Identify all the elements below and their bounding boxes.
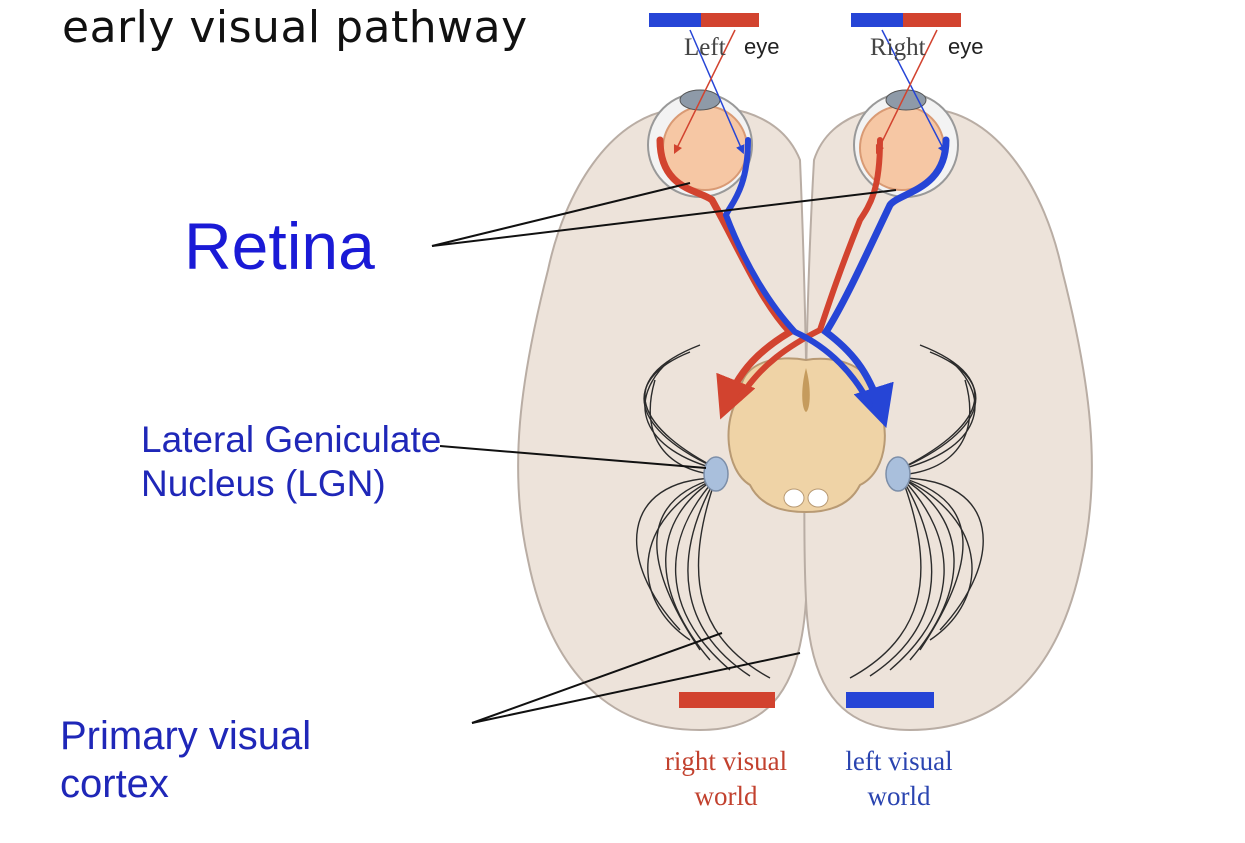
- brain-outline: [517, 105, 1093, 732]
- left-visual-world-label: left visual world: [823, 744, 975, 813]
- right-visual-world-bar: [679, 692, 775, 708]
- left-visual-world-bar: [846, 692, 934, 708]
- lgn-label-line2: Nucleus (LGN): [141, 463, 386, 505]
- midbrain: [727, 357, 886, 514]
- lgn-label: Lateral Geniculate Nucleus (LGN): [141, 418, 441, 507]
- left-visual-world-line2: world: [867, 780, 931, 811]
- page-title: early visual pathway: [62, 2, 528, 53]
- light-rays: [673, 29, 947, 155]
- left-eye-name: Left: [684, 34, 726, 61]
- lgn-label-line1: Lateral Geniculate: [141, 419, 442, 460]
- left-eye: [647, 89, 753, 198]
- right-visual-world-line2: world: [694, 780, 758, 811]
- right-eye-field-blue: [851, 13, 903, 27]
- left-eye-field-red: [701, 13, 759, 27]
- optic-radiation-left: [636, 344, 771, 679]
- right-eye-word: eye: [948, 34, 984, 59]
- right-visual-world-line1: right visual: [664, 746, 788, 776]
- right-visual-world-label: right visual world: [650, 744, 802, 813]
- retina-label: Retina: [184, 209, 375, 283]
- lgn-left: [703, 456, 729, 492]
- v1-label-line2: cortex: [60, 762, 169, 806]
- lgn-right: [885, 456, 911, 492]
- left-eye-field-blue: [649, 13, 701, 27]
- right-eye-field-red: [903, 13, 961, 27]
- v1-label-line1: Primary visual: [60, 714, 312, 758]
- right-eye-name: Right: [870, 34, 926, 61]
- leader-lines: [431, 182, 897, 724]
- left-visual-world-line1: left visual: [845, 746, 953, 776]
- optic-radiation-right: [849, 344, 984, 679]
- right-eye: [853, 89, 959, 198]
- left-eye-word: eye: [744, 34, 780, 59]
- primary-visual-cortex-label: Primary visual cortex: [60, 712, 311, 808]
